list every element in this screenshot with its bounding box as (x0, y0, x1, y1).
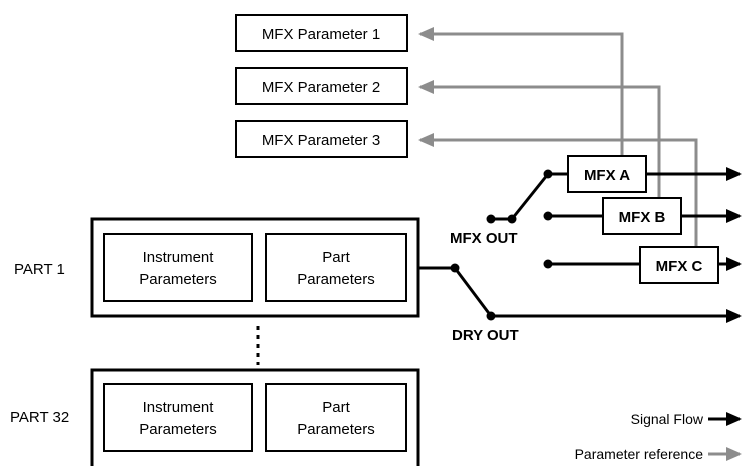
param-ref-line-a (418, 27, 624, 156)
dry-out-label: DRY OUT (452, 327, 519, 344)
mfx-parameter-2: MFX Parameter 2 (235, 67, 408, 105)
dry-out-switch-arm (453, 267, 493, 317)
mfx-parameter-2-label: MFX Parameter 2 (262, 79, 380, 96)
mfx-a-box: MFX A (567, 155, 647, 193)
part-32-label: PART 32 (10, 409, 69, 426)
mfx-parameter-1-label: MFX Parameter 1 (262, 26, 380, 43)
mfx-b-node (543, 211, 553, 221)
mfx-parameter-3-label: MFX Parameter 3 (262, 132, 380, 149)
mfx-out-switch-node-2 (507, 214, 517, 224)
legend: Signal Flow Parameter reference (575, 411, 742, 462)
mfx-c-label: MFX C (656, 258, 703, 275)
part-1-part-line-2: Parameters (297, 271, 375, 288)
mfx-out-switch-arm (510, 173, 550, 220)
param-ref-line-b (418, 80, 661, 198)
legend-parameter-reference-label: Parameter reference (575, 446, 704, 462)
mfx-a-node (543, 169, 553, 179)
mfx-out-label: MFX OUT (450, 230, 518, 247)
mfx-b-box: MFX B (602, 197, 682, 235)
mfx-b-label: MFX B (619, 209, 666, 226)
mfx-c-box: MFX C (639, 246, 719, 284)
mfx-a-label: MFX A (584, 167, 630, 184)
part-32-part-line-1: Part (322, 399, 350, 416)
dry-out-switch-node-1 (450, 263, 460, 273)
dry-out-switch-node-2 (486, 311, 496, 321)
mfx-parameter-1: MFX Parameter 1 (235, 14, 408, 52)
part-32-instrument-block (103, 383, 253, 452)
legend-signal-flow-label: Signal Flow (631, 411, 704, 427)
mfx-parameter-3: MFX Parameter 3 (235, 120, 408, 158)
part-1-part-line-1: Part (322, 249, 350, 266)
part-32-part-line-2: Parameters (297, 421, 375, 438)
part-32-instrument-line-1: Instrument (143, 399, 215, 416)
part-1-box: Instrument Parameters Part Parameters (90, 217, 420, 318)
part-1-part-block (265, 233, 407, 302)
part-1-label: PART 1 (14, 261, 65, 278)
part-32-instrument-line-2: Parameters (139, 421, 217, 438)
part-32-box: Instrument Parameters Part Parameters (90, 368, 420, 466)
mfx-out-switch-node-1 (486, 214, 496, 224)
part-1-instrument-line-1: Instrument (143, 249, 215, 266)
part-1-instrument-line-2: Parameters (139, 271, 217, 288)
param-ref-line-c (418, 133, 698, 247)
part-32-part-block (265, 383, 407, 452)
mfx-c-node (543, 259, 553, 269)
part-1-instrument-block (103, 233, 253, 302)
